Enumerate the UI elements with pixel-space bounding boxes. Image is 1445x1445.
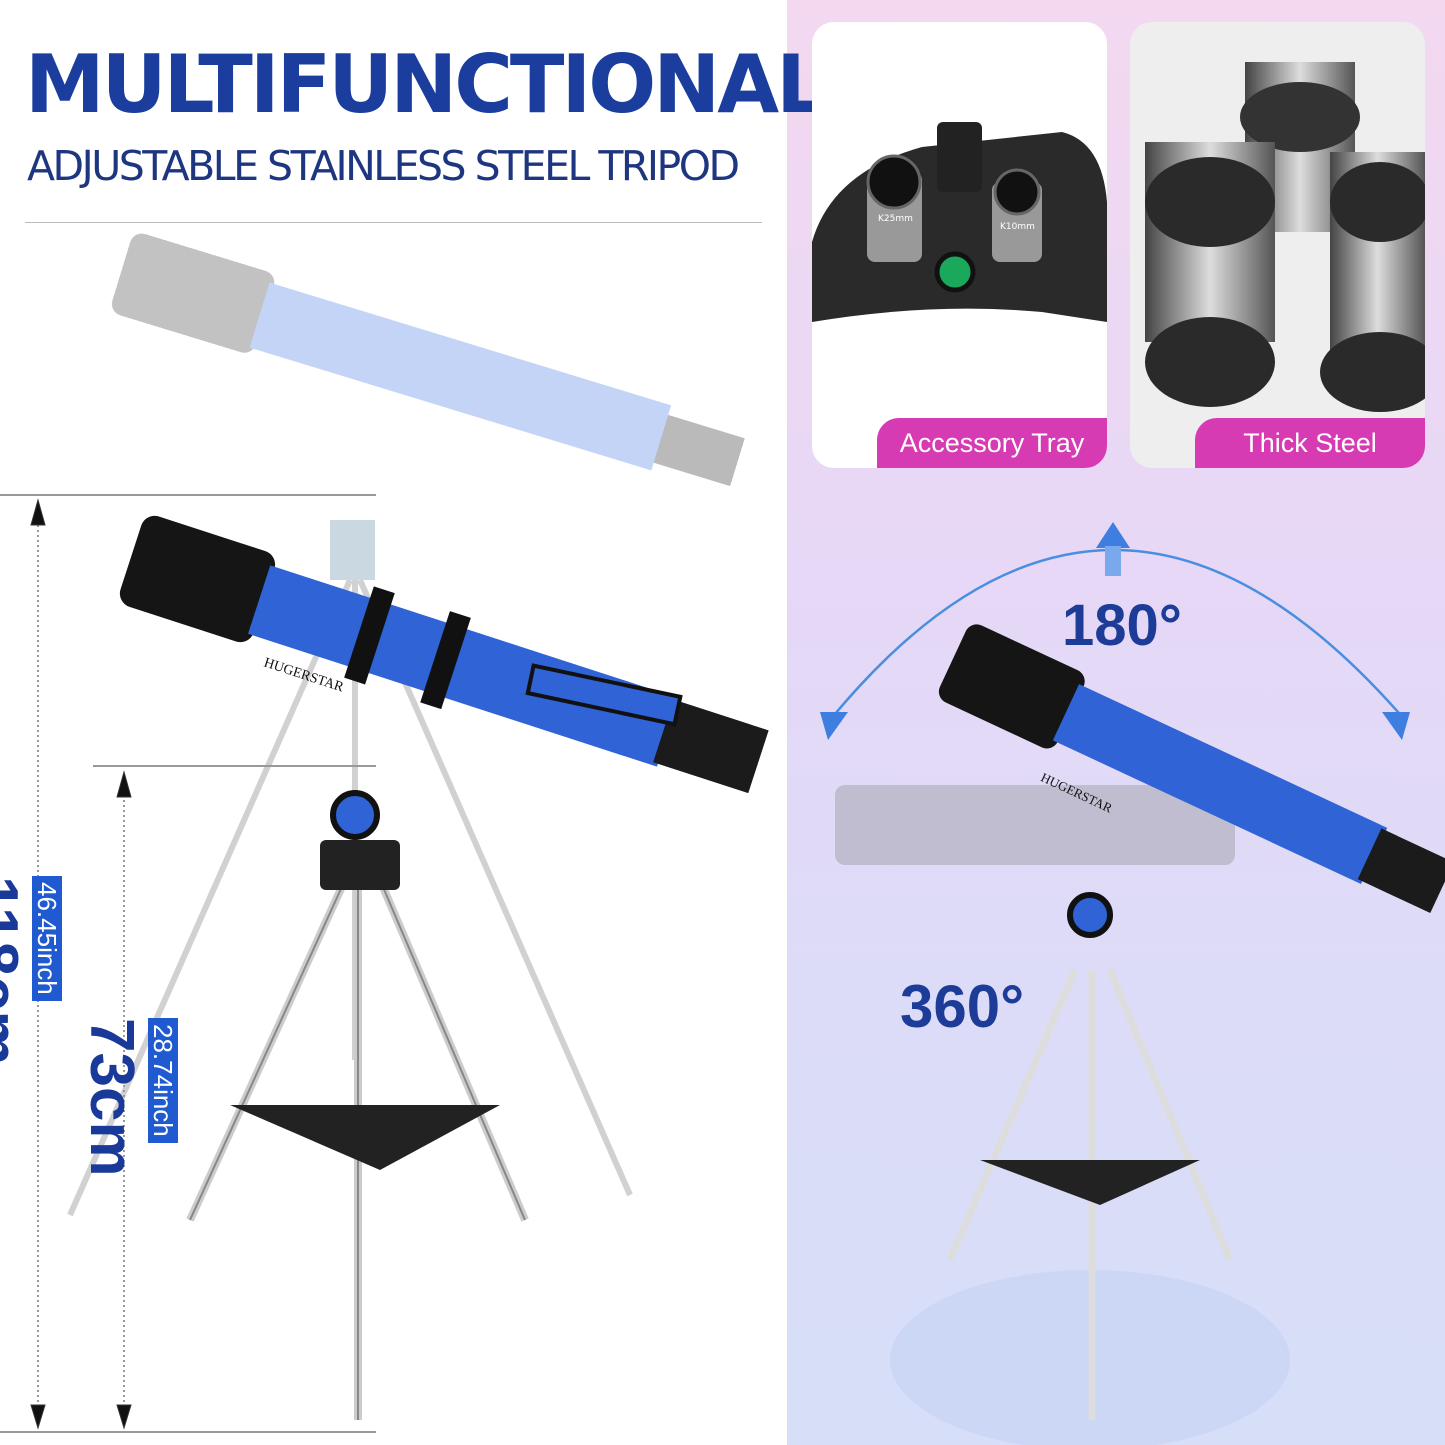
eyepiece-k10-label: K10mm (1000, 222, 1035, 232)
accessory-tray-card: K25mm K10mm Accessory Tray (812, 22, 1107, 468)
vertical-rotation-label: 180° (1062, 593, 1182, 658)
rotating-telescope (835, 624, 1445, 1420)
right-arrow-icon (1382, 712, 1410, 740)
thick-steel-tag: Thick Steel (1195, 418, 1425, 468)
page-subtitle: ADJUSTABLE STAINLESS STEEL TRIPOD (27, 142, 740, 190)
divider (25, 222, 762, 223)
accessory-tray-tag: Accessory Tray (877, 418, 1107, 468)
max-height-cm: 118cm (0, 876, 30, 1066)
page-title: MULTIFUNCTIONAL (25, 38, 827, 131)
max-height-inch: 46.45inch (32, 876, 62, 1001)
eyepiece-k25-label: K25mm (878, 214, 913, 224)
horizontal-rotation-label: 360° (900, 973, 1025, 1040)
up-arrow-icon (1096, 522, 1130, 548)
main-telescope (119, 515, 769, 1420)
max-height-label: 46.45inch 118cm (0, 876, 62, 1066)
min-height-inch: 28.74inch (148, 1018, 178, 1143)
min-height-label: 28.74inch 73cm (76, 1018, 178, 1177)
min-height-cm: 73cm (77, 1018, 146, 1177)
left-arrow-icon (820, 712, 848, 740)
thick-steel-card: Thick Steel (1130, 22, 1425, 468)
